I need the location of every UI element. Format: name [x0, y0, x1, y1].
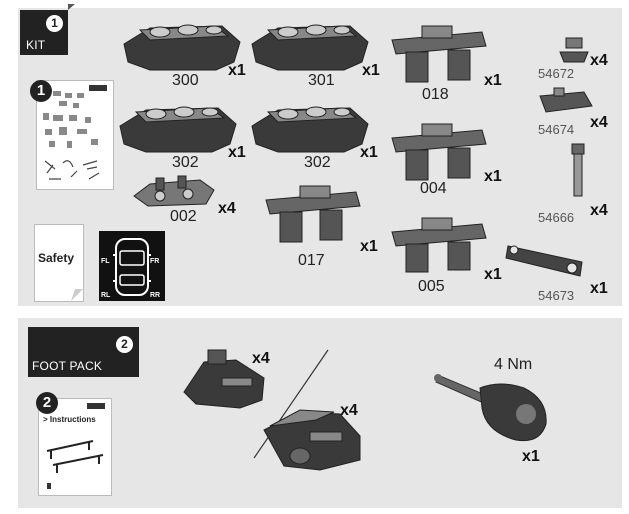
bracket-005-drawing	[391, 217, 487, 273]
wrench-54673-drawing	[505, 245, 583, 277]
part-qty-018: x1	[484, 72, 502, 89]
kit-badge: 1 KIT	[20, 4, 75, 55]
part-label-004: 004	[420, 180, 447, 197]
kit-booklet-illustrations	[43, 85, 107, 180]
part-002-drawing	[133, 175, 215, 207]
bolt-54666-drawing	[571, 143, 585, 197]
part-label-302b: 302	[304, 154, 331, 171]
torque-label: 4 Nm	[494, 356, 533, 373]
foot-pack-drawings	[183, 349, 547, 471]
part-qty-54672: x4	[590, 52, 608, 69]
car-top-view-icon	[113, 238, 151, 296]
part-label-018: 018	[422, 86, 449, 103]
part-label-002: 002	[170, 208, 197, 225]
pad-302b-drawing	[251, 106, 369, 153]
safety-label: Safety	[38, 251, 75, 265]
roof-bars-illustration	[46, 403, 105, 489]
part-label-017: 017	[298, 252, 325, 269]
part-qty-54674: x4	[590, 114, 608, 131]
foot-a-drawing	[183, 349, 265, 409]
part-label-302a: 302	[172, 154, 199, 171]
part-qty-301: x1	[362, 62, 380, 79]
foot-pack-badge: 2 FOOT PACK	[28, 327, 139, 377]
part-label-005: 005	[418, 278, 445, 295]
clamp-54674-drawing	[539, 87, 593, 113]
car-label-rr: RR	[150, 292, 161, 299]
car-label-fr: FR	[150, 258, 160, 265]
part-qty-004: x1	[484, 168, 502, 185]
kit-badge-label: KIT	[26, 38, 46, 52]
car-label-rl: RL	[101, 292, 111, 299]
safety-booklet: Safety	[34, 224, 84, 302]
part-qty-300: x1	[228, 62, 246, 79]
part-qty-017: x1	[360, 238, 378, 255]
part-qty-54666: x4	[590, 202, 608, 219]
part-label-54666: 54666	[538, 210, 575, 225]
pad-302a-drawing	[119, 106, 237, 153]
foot-b-drawing	[263, 409, 361, 471]
bracket-004-drawing	[391, 123, 487, 181]
foot-pack-instructions-booklet: > Instructions	[38, 398, 112, 496]
bracket-017-drawing	[265, 185, 361, 243]
pad-301-drawing	[251, 24, 369, 71]
foot-pack-badge-number: 2	[116, 336, 133, 353]
part-label-54674: 54674	[538, 122, 575, 137]
bracket-018-drawing	[391, 25, 487, 83]
part-qty-54673: x1	[590, 280, 608, 297]
part-label-300: 300	[172, 72, 199, 89]
part-qty-002: x4	[218, 200, 236, 217]
part-qty-005: x1	[484, 266, 502, 283]
foot-pack-badge-label: FOOT PACK	[32, 359, 103, 373]
part-qty-302b: x1	[360, 144, 378, 161]
torque-tool-drawing	[434, 374, 547, 442]
foot-a-qty: x4	[252, 350, 270, 367]
page-curl-icon	[71, 289, 83, 301]
foot-b-qty: x4	[340, 402, 358, 419]
pad-300-drawing	[123, 24, 241, 71]
part-label-301: 301	[308, 72, 335, 89]
part-label-54673: 54673	[538, 288, 575, 303]
instructions-label: > Instructions	[43, 415, 96, 424]
nut-54672-drawing	[559, 37, 589, 63]
kit-booklet-number: 1	[30, 80, 52, 102]
foot-pack-booklet-number: 2	[36, 392, 58, 414]
part-qty-302a: x1	[228, 144, 246, 161]
car-position-card: FL FR RL RR	[99, 231, 165, 301]
car-label-fl: FL	[101, 258, 110, 265]
tool-qty: x1	[522, 448, 540, 465]
kit-instructions-booklet	[36, 80, 114, 190]
kit-badge-number: 1	[46, 15, 63, 32]
part-label-54672: 54672	[538, 66, 575, 81]
